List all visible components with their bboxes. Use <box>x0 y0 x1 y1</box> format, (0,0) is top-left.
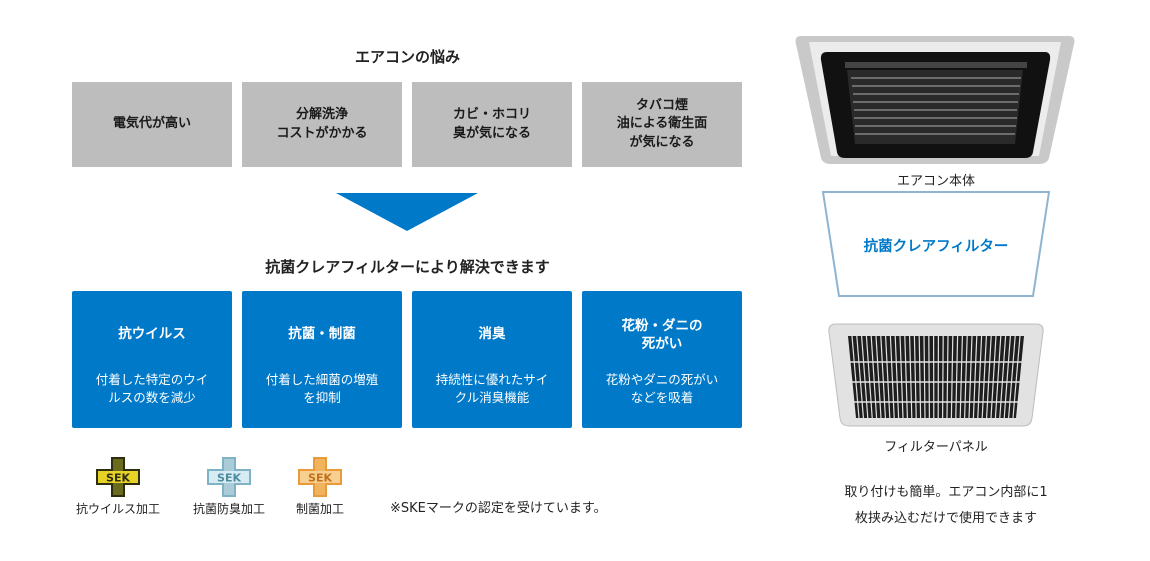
panel-slat <box>968 335 973 419</box>
panel-slat <box>928 335 930 419</box>
problem-card: 分解洗浄 コストがかかる <box>242 82 402 167</box>
badge-label: 抗ウイルス加工 <box>75 502 160 516</box>
sek-antibacterial-mark-icon: SEK <box>207 457 251 497</box>
panel-slat <box>913 335 917 419</box>
solution-card-desc: 付着した細菌の増殖 を抑制 <box>265 372 379 406</box>
certification-note: ※SKEマークの認定を受けています。 <box>390 501 607 516</box>
solution-card-desc: 花粉やダニの死がい などを吸着 <box>605 372 719 406</box>
panel-slat <box>904 335 908 419</box>
solution-title: 抗菌クレアフィルターにより解決できます <box>265 258 550 276</box>
problems-title: エアコンの悩み <box>354 48 460 66</box>
panel-slat <box>885 335 891 419</box>
sek-antivirus-mark-icon: SEK <box>96 457 140 497</box>
problem-card: 電気代が高い <box>72 82 232 167</box>
solution-card: 抗菌・制菌 付着した細菌の増殖 を抑制 <box>242 291 402 428</box>
panel-slat <box>861 335 869 419</box>
problem-card: カビ・ホコリ 臭が気になる <box>412 82 572 167</box>
panel-slat <box>955 335 959 419</box>
panel-slat <box>950 335 954 419</box>
problem-card: タバコ煙 油による衛生面 が気になる <box>582 82 742 167</box>
panel-slat <box>865 335 873 419</box>
panel-slat <box>1008 335 1016 419</box>
solution-card: 花粉・ダニの 死がい 花粉やダニの死がい などを吸着 <box>582 291 742 428</box>
solution-card-title: 抗菌・制菌 <box>288 326 356 342</box>
down-arrow-icon <box>336 193 478 231</box>
panel-slat <box>959 335 963 419</box>
solution-card-title: 抗ウイルス <box>118 326 186 342</box>
badge-mark-text: SEK <box>308 472 332 485</box>
panel-slat <box>942 335 944 419</box>
panel-slat <box>972 335 978 419</box>
solution-card-title: 花粉・ダニの 死がい <box>621 318 703 353</box>
panel-slat <box>977 335 983 419</box>
panel-slat <box>918 335 922 419</box>
panel-slat <box>1012 335 1021 419</box>
badge-mark-text: SEK <box>106 472 130 485</box>
sek-bacteriostatic-mark-icon: SEK <box>298 457 342 497</box>
panel-slat <box>981 335 987 419</box>
unit-label: エアコン本体 <box>896 174 975 189</box>
panel-slat <box>894 335 900 419</box>
panel-slat <box>856 335 864 419</box>
panel-slat <box>870 335 878 419</box>
filter-panel-image <box>828 323 1044 427</box>
filter-outline <box>821 191 1051 297</box>
panel-slat <box>990 335 997 419</box>
solution-card-desc: 付着した特定のウイ ルスの数を減少 <box>95 372 209 406</box>
panel-label: フィルターパネル <box>884 440 988 455</box>
panel-slat <box>899 335 904 419</box>
solution-card: 抗ウイルス 付着した特定のウイ ルスの数を減少 <box>72 291 232 428</box>
panel-slat <box>994 335 1002 419</box>
panel-slat <box>986 335 992 419</box>
panel-slat <box>923 335 926 419</box>
badge-mark-text: SEK <box>217 472 241 485</box>
panel-slat <box>999 335 1007 419</box>
panel-slat <box>851 335 860 419</box>
filter-label: 抗菌クレアフィルター <box>863 239 1009 255</box>
panel-slat <box>909 335 913 419</box>
panel-slat <box>964 335 968 419</box>
solution-card-title: 消臭 <box>478 326 506 342</box>
badge-label: 制菌加工 <box>295 502 344 516</box>
panel-slat <box>880 335 886 419</box>
panel-slat <box>946 335 949 419</box>
solution-card: 消臭 持続性に優れたサイ クル消臭機能 <box>412 291 572 428</box>
panel-slat <box>889 335 895 419</box>
panel-slat <box>1003 335 1011 419</box>
solution-card-desc: 持続性に優れたサイ クル消臭機能 <box>435 372 549 406</box>
panel-slat <box>875 335 882 419</box>
badge-label: 抗菌防臭加工 <box>192 502 265 516</box>
air-conditioner-unit-image <box>795 36 1075 164</box>
installation-caption: 取り付けも簡単。エアコン内部に1 枚挟み込むだけで使用できます <box>844 485 1048 526</box>
